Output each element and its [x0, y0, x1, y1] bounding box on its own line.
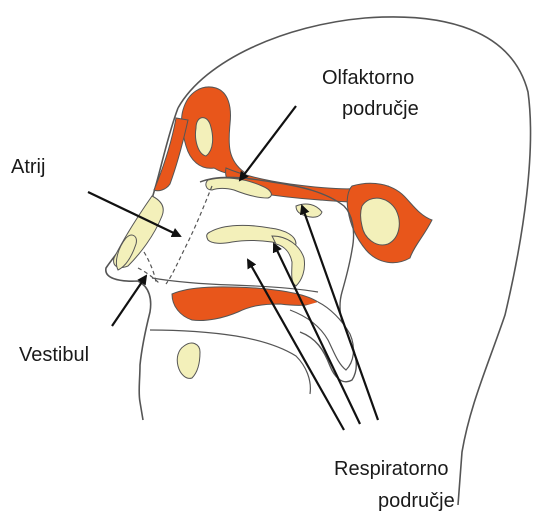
tooth — [177, 343, 200, 378]
oral-outline — [150, 330, 310, 394]
arrow-vestibule — [112, 276, 146, 326]
label-atrium: Atrij — [11, 155, 45, 180]
label-vestibule: Vestibul — [19, 343, 89, 368]
label-olfactory-line2: područje — [342, 97, 419, 122]
label-olfactory-line1: Olfaktorno — [322, 66, 414, 91]
frontal-sinus — [182, 87, 244, 174]
label-respiratory-line1: Respiratorno — [334, 457, 449, 482]
label-respiratory-line2: područje — [378, 489, 455, 514]
superior-turbinate-posterior — [296, 204, 322, 217]
arrow-olfactory — [240, 106, 296, 180]
inferior-turbinate — [272, 236, 305, 286]
atrium-boundary-dashed — [166, 186, 212, 284]
